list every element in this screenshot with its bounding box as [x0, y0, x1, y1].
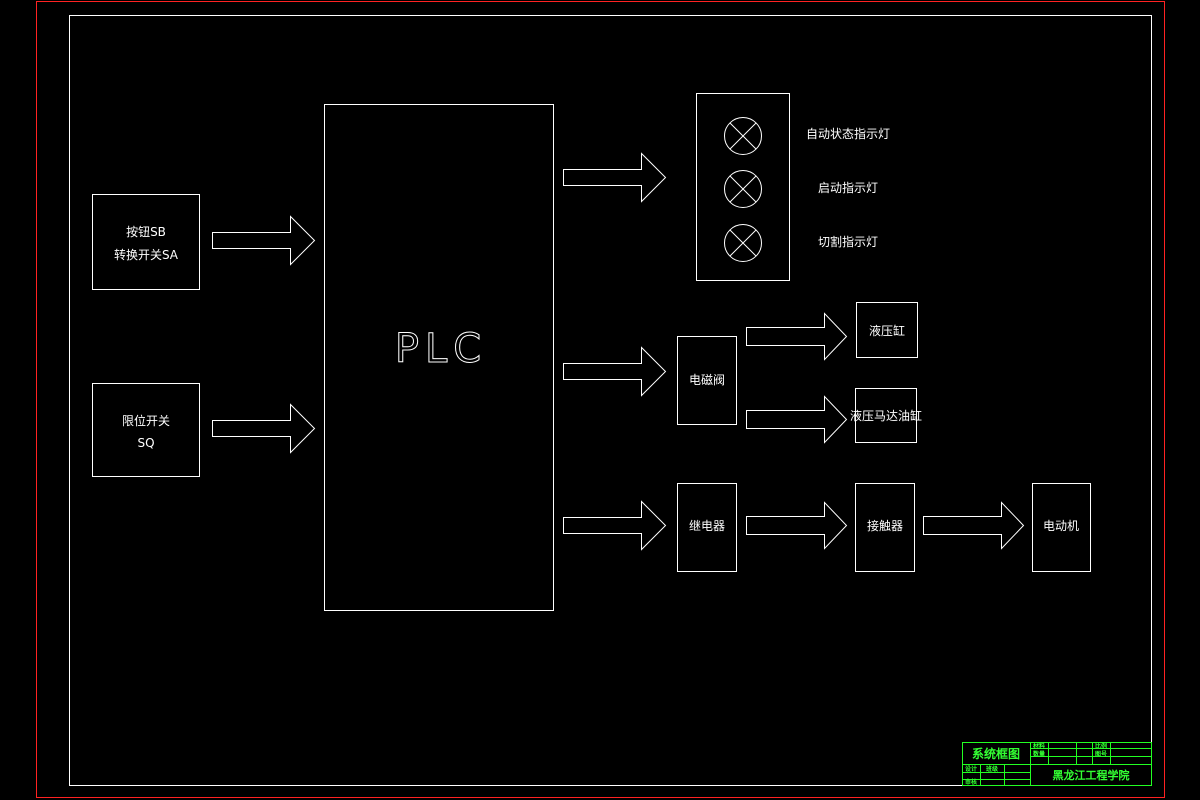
switch-sa-label: 转换开关SA — [114, 247, 179, 262]
button-sb-label: 按钮SB — [126, 224, 166, 239]
arrow-contactor-to-motor — [923, 502, 1024, 549]
cylinder-label: 液压缸 — [869, 323, 905, 338]
title-block-school: 黑龙江工程学院 — [1053, 768, 1130, 782]
cut-indicator-label: 切割指示灯 — [818, 234, 878, 249]
contactor-block: 接触器 — [855, 483, 915, 572]
title-block-cell-2: 数量 — [1033, 750, 1045, 758]
auto-lamp-icon — [724, 117, 762, 155]
solenoid-label: 电磁阀 — [689, 372, 725, 387]
cut-lamp-icon — [724, 224, 762, 262]
limit-sq-label: SQ — [137, 436, 154, 450]
motor-label: 电动机 — [1043, 519, 1079, 533]
arrow-solenoid-to-cylinder — [746, 313, 847, 360]
start-indicator-label: 启动指示灯 — [818, 180, 878, 195]
plc-label: PLC — [395, 326, 487, 372]
limit-switch-label: 限位开关 — [122, 413, 170, 428]
indicator-panel — [696, 93, 790, 281]
arrow-relay-to-contactor — [746, 502, 847, 549]
arrow-plc-to-relay — [563, 501, 666, 550]
input-limit-switch-block: 限位开关 SQ — [92, 383, 200, 477]
relay-block: 继电器 — [677, 483, 737, 572]
drawing-frame — [69, 15, 1152, 786]
title-block-cell-6: 班级 — [986, 765, 998, 773]
arrow-limit-to-plc — [212, 404, 315, 453]
title-block-cell-7: 审核 — [965, 778, 977, 786]
contactor-label: 接触器 — [867, 518, 903, 533]
title-block-cell-3: 比例 — [1095, 742, 1107, 750]
start-lamp-icon — [724, 170, 762, 208]
auto-indicator-label: 自动状态指示灯 — [806, 126, 890, 141]
input-button-switch-block: 按钮SB 转换开关SA — [92, 194, 200, 290]
motor-block: 电动机 — [1032, 483, 1091, 572]
title-block-cell-4: 图号 — [1095, 750, 1107, 758]
plc-block: PLC — [324, 104, 554, 611]
title-block: 系统框图 材料 数量 比例 图号 设计 班级 审核 黑龙江工程学院 — [962, 742, 1152, 786]
solenoid-valve-block: 电磁阀 — [677, 336, 737, 425]
hydraulic-cylinder-block: 液压缸 — [856, 302, 918, 358]
arrow-solenoid-to-hydmotor — [746, 396, 847, 443]
sheet-outer-border — [36, 1, 1165, 798]
title-block-title: 系统框图 — [972, 746, 1020, 761]
arrow-plc-to-solenoid — [563, 347, 666, 396]
relay-label: 继电器 — [689, 519, 725, 533]
title-block-cell-5: 设计 — [965, 765, 977, 773]
title-block-cell-1: 材料 — [1032, 742, 1045, 750]
hydmotor-label: 液压马达油缸 — [850, 408, 922, 423]
hydraulic-motor-block: 液压马达油缸 — [850, 388, 922, 443]
arrow-plc-to-indicators — [563, 153, 666, 202]
arrow-buttons-to-plc — [212, 216, 315, 265]
